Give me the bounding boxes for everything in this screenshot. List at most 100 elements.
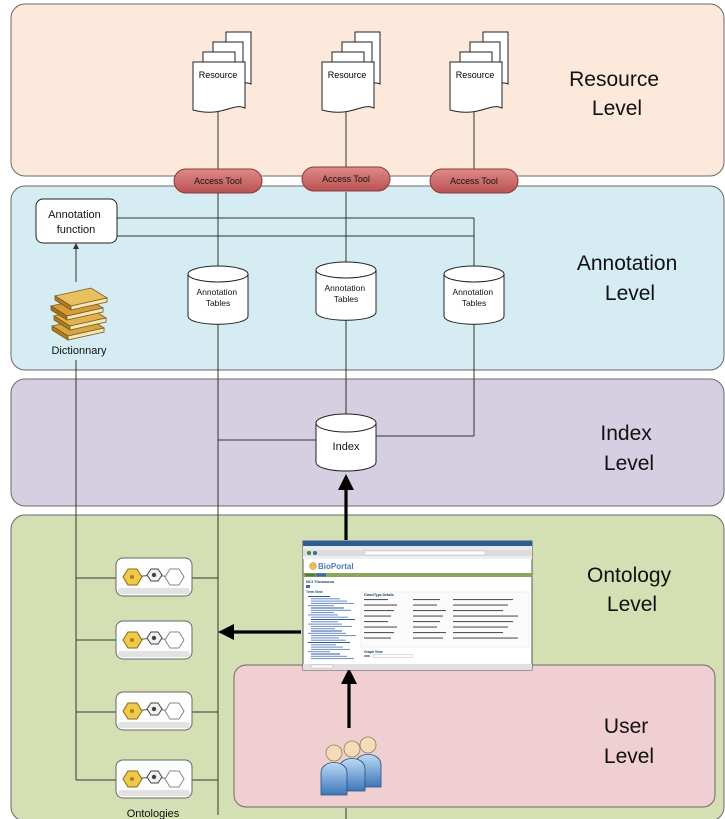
detail-line [453,632,503,634]
resource-label: Resource [456,70,495,80]
tree-line [311,616,348,618]
bioportal-details [364,599,518,639]
tree-line [311,602,354,604]
person-front [320,744,348,796]
annotation-tables-line1: Annotation [196,287,237,297]
access-tool-label: Access Tool [194,176,242,186]
svg-text:Annotation Tables: Annotation Tables [324,283,367,304]
tree-line [308,596,330,597]
ontology-icons [115,557,193,799]
annotation-tables-line2: Tables [334,294,359,304]
tree-line [311,655,347,657]
detail-line [413,637,443,639]
detail-line [453,615,518,617]
access-tool-2: Access Tool [301,166,391,192]
annotation-function-line2: function [57,224,96,236]
detail-line [413,626,437,628]
dictionary-books-icon [49,287,109,341]
svg-text:Annotation function: Annotation function [48,209,104,236]
annotation-tables-1: Annotation Tables [187,265,249,325]
detail-line [364,632,394,634]
index-label: Index [333,441,360,453]
tree-line [311,609,351,611]
detail-line [453,599,513,601]
resource-label: Resource [199,70,238,80]
access-tool-1: Access Tool [173,168,263,194]
detail-line [413,610,446,612]
tree-line [311,621,338,623]
tree-line [311,637,339,639]
tree-line [308,642,350,643]
detail-line [413,615,443,617]
detail-line [413,632,446,634]
annotation-tables-2: Annotation Tables [315,261,377,321]
tree-line [311,598,340,600]
svg-text:Annotation Tables: Annotation Tables [452,287,495,308]
tree-line [308,632,346,634]
tree-line [311,612,334,614]
annotation-tables-line1: Annotation [324,283,365,293]
tree-line [311,607,344,609]
tree-line [311,630,342,632]
detail-line [453,637,518,639]
svg-text:Annotation Tables: Annotation Tables [196,287,239,308]
annotation-level-title: Annotation Level [577,252,683,305]
access-tool-label: Access Tool [450,176,498,186]
detail-line [364,599,388,601]
tree-line [308,614,338,616]
detail-line [364,604,397,606]
bioportal-logo: BioPortal [318,562,354,571]
annotation-function-box: Annotation function [35,198,118,244]
access-tool-3: Access Tool [429,168,519,194]
annotation-function-line1: Annotation [48,209,101,221]
annotation-tables-line2: Tables [462,298,487,308]
tree-line [311,619,355,620]
resource-label: Resource [328,70,367,80]
bioportal-screenshot: BioPortal NCI Thesaurus Term View Class/… [302,540,533,671]
detail-line [413,621,440,623]
resource-document-1: Resource [192,31,252,113]
index-database: Index [315,413,377,472]
detail-line [453,626,508,628]
annotation-tables-3: Annotation Tables [443,265,505,325]
tree-line [311,658,354,660]
resource-level-title: Resource Level [569,68,665,120]
ontology-icon [115,557,193,597]
detail-line [364,626,397,628]
detail-line [453,621,513,623]
tree-line [311,646,343,648]
tree-line [308,651,330,653]
tree-line [308,605,334,607]
ontology-icon [115,691,193,731]
detail-line [364,637,391,639]
ontologies-label: Ontologies [127,808,180,819]
tree-line [311,644,336,646]
access-tool-label: Access Tool [322,174,370,184]
tree-line [311,628,335,630]
tree-line [311,639,346,641]
tree-line [311,625,352,627]
bioportal-concept: NCI Thesaurus [306,579,335,584]
user-level-title: User Level [604,715,654,768]
tree-line [311,600,347,602]
annotation-tables-line1: Annotation [452,287,493,297]
ontology-icon [115,759,193,799]
index-level-title: Index Level [600,422,657,475]
thick-arrows [218,474,357,728]
tree-line [308,623,342,625]
users-icon [320,736,382,796]
ontology-level-title: Ontology Level [587,564,677,616]
tree-line [311,648,350,650]
dictionary-label: Dictionnary [51,345,107,357]
detail-line [364,615,391,617]
bioportal-graph-title: Graph View [364,650,383,654]
ontology-icon [115,620,193,660]
detail-line [453,604,508,606]
annotation-tables-line2: Tables [206,298,231,308]
bioportal-tree-title: Term View [306,590,323,594]
resource-document-3: Resource [449,31,509,113]
detail-line [453,610,503,612]
tree-line [311,635,356,637]
detail-line [364,610,394,612]
